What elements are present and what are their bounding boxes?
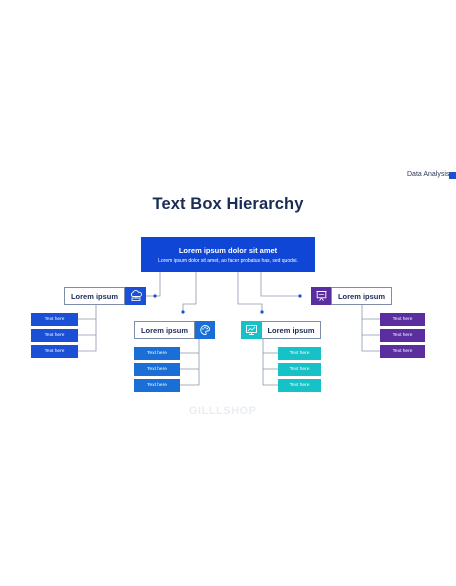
branch-1-label-box: Lorem ipsum [64, 287, 125, 305]
branch-4-item-3: Text here [380, 345, 425, 358]
branch-2-item-2: Text here [134, 363, 180, 376]
branch-1-item-3: Text here [31, 345, 78, 358]
branch-2-item-1: Text here [134, 347, 180, 360]
branch-1-icon-box [125, 287, 146, 305]
branch-3-icon-box [241, 321, 261, 339]
top-node-subtitle: Lorem ipsum dolor sit amet, ao facer pro… [158, 258, 298, 264]
top-node: Lorem ipsum dolor sit amet Lorem ipsum d… [141, 237, 315, 272]
branch-2-label-box: Lorem ipsum [134, 321, 195, 339]
branch-4-label-box: Lorem ipsum [331, 287, 392, 305]
connector-dot-4 [298, 294, 302, 298]
branch-3-label-box: Lorem ipsum [261, 321, 321, 339]
branch-4-icon-box [311, 287, 331, 305]
connector-dot-3 [260, 310, 264, 314]
branch-3-item-2: Text here [278, 363, 321, 376]
branch-2-icon-box [195, 321, 215, 339]
palette-icon [200, 325, 210, 335]
monitor-chart-icon [245, 325, 257, 335]
connector-dot-1 [153, 294, 157, 298]
page-title: Text Box Hierarchy [152, 195, 304, 213]
branch-3-item-1: Text here [278, 347, 321, 360]
connector-top-to-branch-3 [237, 272, 263, 312]
top-node-title: Lorem ipsum dolor sit amet [178, 246, 278, 255]
branch-4-item-1: Text here [380, 313, 425, 326]
branch-2-item-3: Text here [134, 379, 180, 392]
presentation-board-icon [316, 291, 326, 302]
section-tag-label: Data Analysis [407, 171, 450, 178]
branch-3-item-3: Text here [278, 379, 321, 392]
watermark: GILLLSHOP [189, 405, 257, 417]
section-tag-square [449, 172, 456, 179]
cloud-server-icon [130, 290, 142, 301]
connector-top-to-branch-4 [260, 272, 300, 297]
connector-dot-2 [181, 310, 185, 314]
connector-top-to-branch-1 [146, 272, 161, 297]
branch-1-item-2: Text here [31, 329, 78, 342]
connector-top-to-branch-2 [182, 272, 197, 312]
branch-1-item-1: Text here [31, 313, 78, 326]
branch-4-item-2: Text here [380, 329, 425, 342]
